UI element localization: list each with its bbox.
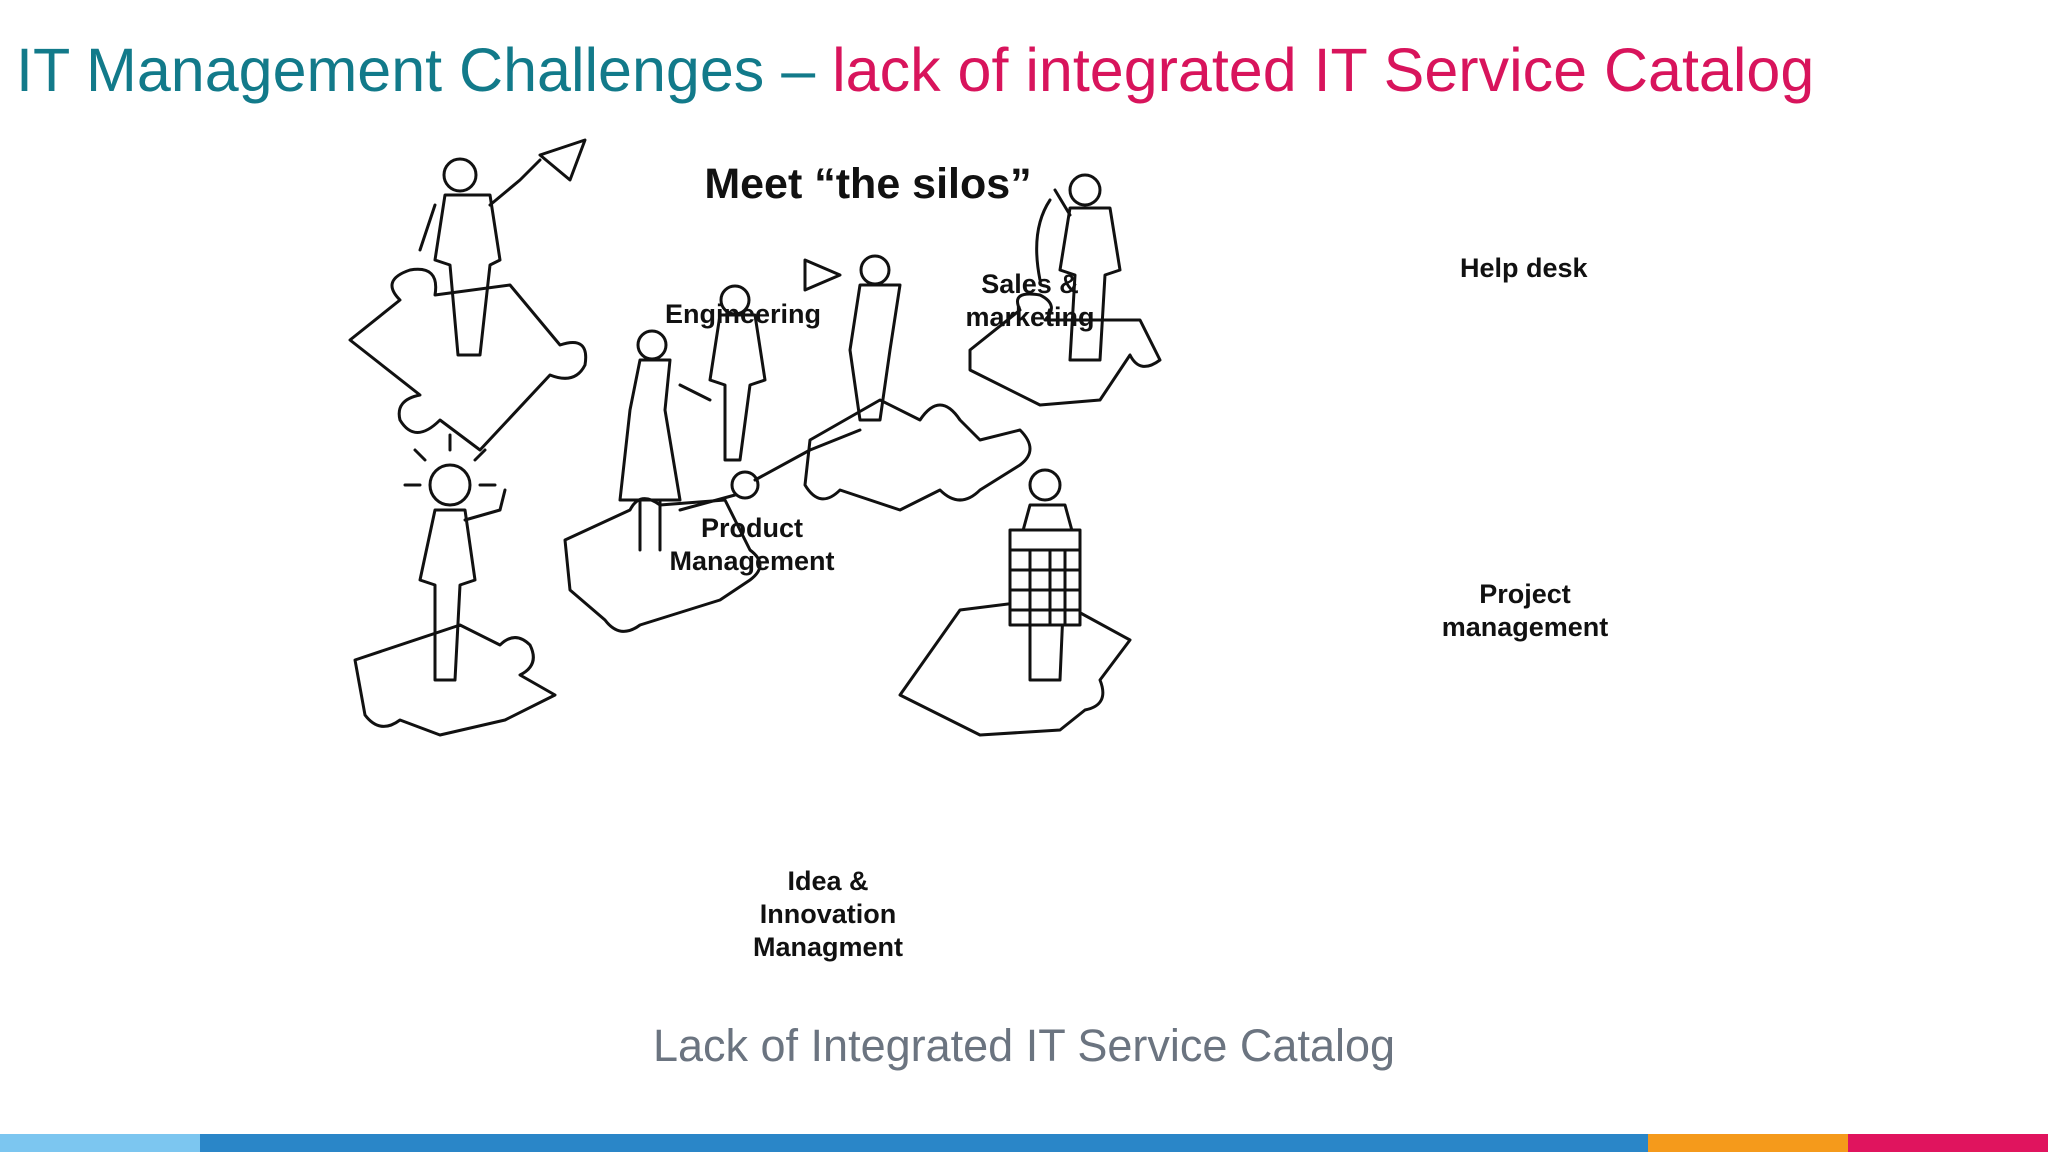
puzzle-piece-sales bbox=[803, 398, 1032, 512]
illustration-heading: Meet “the silos” bbox=[704, 160, 1032, 208]
puzzle-piece-helpdesk bbox=[968, 292, 1162, 407]
bar-segment-blue bbox=[200, 1134, 1648, 1152]
crawling-figure bbox=[678, 428, 862, 512]
silos-drawing bbox=[348, 138, 1162, 737]
bar-segment-pink bbox=[1848, 1134, 2048, 1152]
helpdesk-figure bbox=[1035, 173, 1122, 362]
engineering-figure bbox=[418, 138, 587, 357]
bar-segment-orange bbox=[1648, 1134, 1848, 1152]
idea-figure bbox=[403, 433, 507, 682]
silo-label-sales: Sales & marketing bbox=[965, 269, 1095, 332]
product-figure bbox=[618, 329, 712, 552]
silo-label-project: Project management bbox=[1441, 579, 1609, 642]
title-separator: – bbox=[764, 36, 833, 104]
silo-label-idea: Idea & Innovation Managment bbox=[752, 866, 904, 962]
slide-title: IT Management Challenges – lack of integ… bbox=[16, 30, 1814, 110]
project-figure bbox=[1008, 468, 1082, 682]
silo-label-engineering: Engineering bbox=[665, 299, 822, 329]
slide-caption: Lack of Integrated IT Service Catalog bbox=[652, 1020, 1396, 1071]
bottom-color-bar bbox=[0, 1134, 2048, 1152]
puzzle-piece-engineering bbox=[348, 267, 588, 452]
title-main: IT Management Challenges bbox=[16, 36, 765, 104]
silos-illustration: Meet “the silos” Engineering Sales & mar… bbox=[340, 120, 1620, 1000]
silo-label-product: Product Management bbox=[669, 513, 835, 576]
silo-label-helpdesk: Help desk bbox=[1460, 253, 1588, 283]
sales-figures bbox=[708, 254, 902, 462]
title-accent: lack of integrated IT Service Catalog bbox=[832, 36, 1815, 104]
bar-segment-light-blue bbox=[0, 1134, 200, 1152]
